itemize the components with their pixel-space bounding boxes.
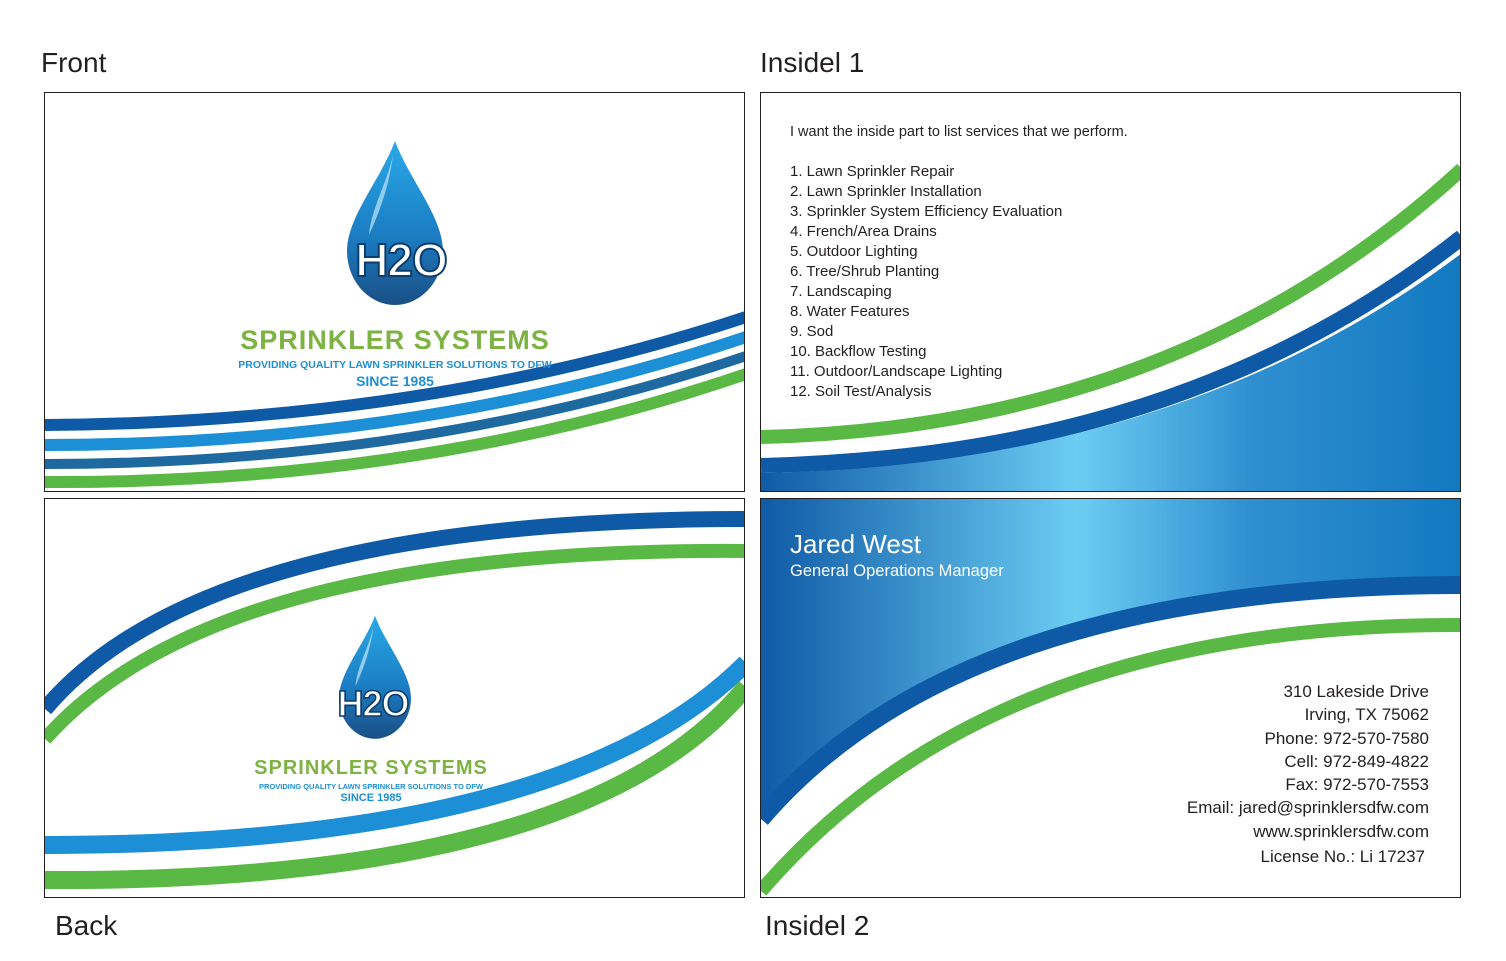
back-swooshes bbox=[45, 511, 744, 890]
contact-name: Jared West bbox=[790, 529, 922, 559]
label-back: Back bbox=[55, 910, 118, 941]
service-item: 12. Soil Test/Analysis bbox=[790, 383, 932, 400]
service-item: 5. Outdoor Lighting bbox=[790, 243, 918, 260]
phone: Phone: 972-570-7580 bbox=[1264, 728, 1429, 748]
service-item: 4. French/Area Drains bbox=[790, 223, 937, 240]
inside-2-card: Jared West General Operations Manager 31… bbox=[760, 498, 1461, 898]
inside-1-swooshes bbox=[761, 163, 1460, 491]
front-brand: SPRINKLER SYSTEMS PROVIDING QUALITY LAWN… bbox=[195, 325, 595, 389]
water-drop-icon bbox=[339, 615, 411, 739]
h2o-mark: H2O bbox=[354, 233, 449, 287]
back-brand: SPRINKLER SYSTEMS PROVIDING QUALITY LAWN… bbox=[221, 757, 521, 804]
label-front: Front bbox=[41, 47, 107, 78]
service-item: 9. Sod bbox=[790, 323, 834, 340]
contact-title: General Operations Manager bbox=[790, 562, 1004, 580]
brand-name: SPRINKLER SYSTEMS bbox=[240, 325, 550, 355]
service-item: 2. Lawn Sprinkler Installation bbox=[790, 183, 982, 200]
service-item: 6. Tree/Shrub Planting bbox=[790, 263, 940, 280]
h2o-mark: H2O bbox=[337, 682, 411, 725]
front-swooshes bbox=[45, 311, 744, 489]
brand-name: SPRINKLER SYSTEMS bbox=[254, 757, 488, 779]
cell: Cell: 972-849-4822 bbox=[1284, 751, 1429, 771]
fax: Fax: 972-570-7553 bbox=[1285, 775, 1429, 795]
service-item: 1. Lawn Sprinkler Repair bbox=[790, 163, 955, 180]
back-card: H2O SPRINKLER SYSTEMS PROVIDING QUALITY … bbox=[44, 498, 745, 898]
email: Email: jared@sprinklersdfw.com bbox=[1186, 798, 1429, 818]
water-drop-icon bbox=[347, 141, 443, 305]
label-inside-2: Insidel 2 bbox=[765, 910, 870, 941]
address-line-1: 310 Lakeside Drive bbox=[1283, 682, 1429, 701]
brand-tagline: PROVIDING QUALITY LAWN SPRINKLER SOLUTIO… bbox=[259, 782, 483, 791]
service-item: 7. Landscaping bbox=[790, 283, 892, 300]
front-card: H2O SPRINKLER SYSTEMS PROVIDING QUALITY … bbox=[44, 92, 745, 492]
service-item: 10. Backflow Testing bbox=[790, 343, 927, 360]
brand-since: SINCE 1985 bbox=[356, 373, 434, 389]
service-item: 3. Sprinkler System Efficiency Evaluatio… bbox=[790, 203, 1063, 220]
brand-tagline: PROVIDING QUALITY LAWN SPRINKLER SOLUTIO… bbox=[238, 359, 552, 371]
services-intro: I want the inside part to list services … bbox=[790, 124, 1128, 140]
website: www.sprinklersdfw.com bbox=[1253, 821, 1429, 841]
inside-1-card: I want the inside part to list services … bbox=[760, 92, 1461, 492]
service-item: 8. Water Features bbox=[790, 303, 910, 320]
brand-since: SINCE 1985 bbox=[340, 792, 402, 804]
address-line-2: Irving, TX 75062 bbox=[1304, 705, 1429, 725]
contact-details: 310 Lakeside Drive Irving, TX 75062 Phon… bbox=[1187, 680, 1429, 868]
service-item: 11. Outdoor/Landscape Lighting bbox=[790, 363, 1003, 380]
label-inside-1: Insidel 1 bbox=[760, 47, 865, 78]
inside-2-swooshes bbox=[761, 499, 1460, 896]
services-list: 1. Lawn Sprinkler Repair 2. Lawn Sprinkl… bbox=[790, 162, 1062, 402]
license: License No.: Li 17237 bbox=[1260, 847, 1425, 867]
